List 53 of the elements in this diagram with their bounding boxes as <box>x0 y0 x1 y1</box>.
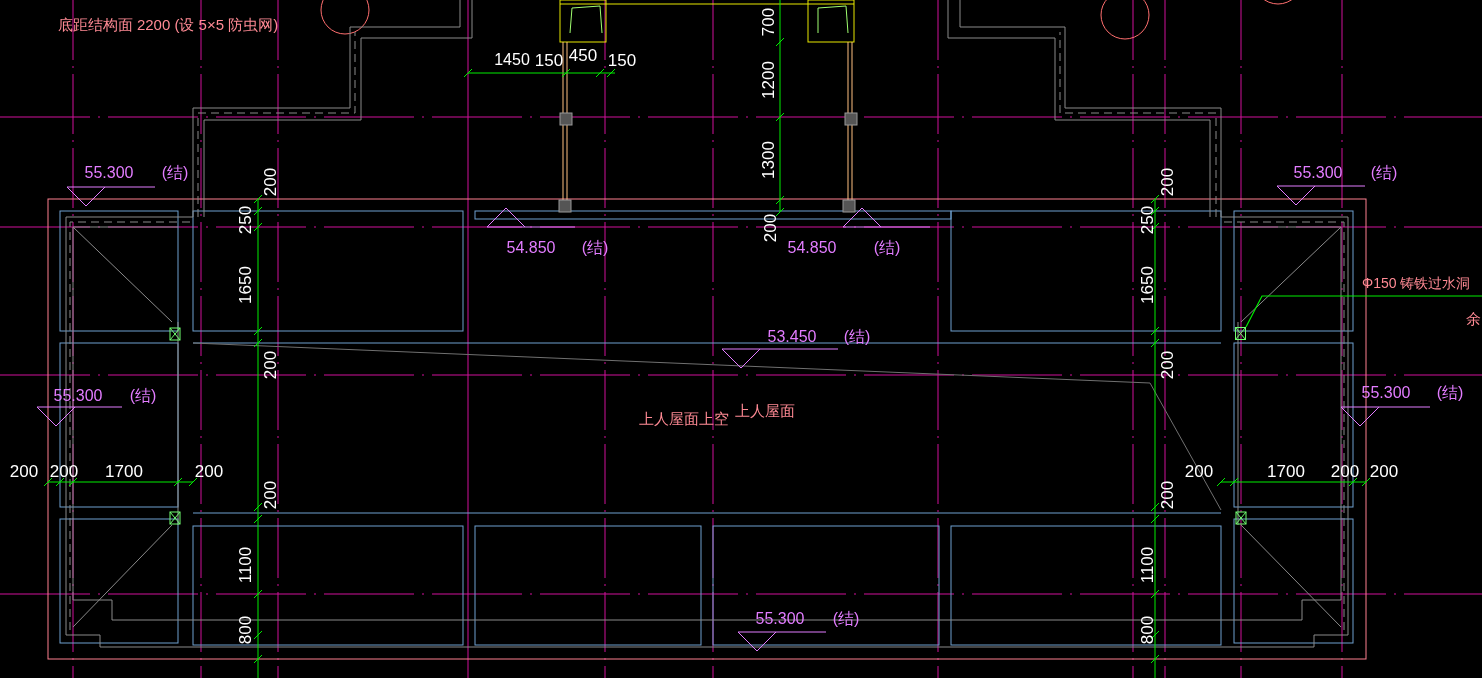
elevation-text: (结) <box>873 240 901 256</box>
dimension-text: 250 <box>1138 205 1156 235</box>
dimension-text: 200 <box>261 480 279 510</box>
dimension-text: 800 <box>236 615 254 645</box>
dimension-text: 200 <box>1158 167 1176 197</box>
dimension-text: 250 <box>236 205 254 235</box>
dimension-text: 700 <box>759 7 777 37</box>
dimension-text: 800 <box>1138 615 1156 645</box>
drain-note: Φ150 铸铁过水洞 <box>1362 272 1482 294</box>
dimension-text: 200 <box>1330 462 1360 480</box>
elevation-text: 55.300 <box>53 388 103 404</box>
dimension-text: 1300 <box>759 141 777 179</box>
elevation-text: 53.450 <box>767 329 817 345</box>
dimension-text: 1100 <box>236 546 254 584</box>
dimension-text: 1650 <box>1138 266 1156 304</box>
elevation-text: 55.300 <box>1293 165 1343 181</box>
dimension-text: 200 <box>261 350 279 380</box>
dimension-text: 200 <box>761 213 779 243</box>
annotation-text: 底距结构面 2200 (设 5×5 防虫网) <box>57 16 279 32</box>
annotation-text: 上人屋面上空 <box>639 410 729 426</box>
dimension-text: 200 <box>1158 350 1176 380</box>
dimension-text: 1450 <box>494 52 530 68</box>
dimension-text: 200 <box>261 167 279 197</box>
dimension-text: 200 <box>1184 462 1214 480</box>
elevation-text: (结) <box>832 611 860 627</box>
dimension-text: 200 <box>1369 462 1399 480</box>
elevation-text: (结) <box>581 240 609 256</box>
dimension-text: 450 <box>568 46 598 64</box>
dimension-text: 1700 <box>105 462 143 480</box>
dimension-text: 200 <box>1158 480 1176 510</box>
elevation-text: 55.300 <box>755 611 805 627</box>
drain-symbol <box>1235 327 1246 340</box>
annotation-text: 余 <box>1465 310 1481 326</box>
dimension-text: 200 <box>9 462 39 480</box>
dimension-text: 1100 <box>1138 546 1156 584</box>
dimension-text: 1700 <box>1267 462 1305 480</box>
dimension-text: 1200 <box>759 61 777 99</box>
elevation-text: (结) <box>1436 385 1464 401</box>
dimension-text: 200 <box>194 462 224 480</box>
dimension-text: 1650 <box>236 266 254 304</box>
elevation-text: 54.850 <box>787 240 837 256</box>
elevation-text: 55.300 <box>84 165 134 181</box>
leader-line <box>1245 295 1482 328</box>
elevation-text: (结) <box>843 329 871 345</box>
elevation-text: (结) <box>129 388 157 404</box>
dimension-text: 150 <box>534 51 564 69</box>
elevation-text: (结) <box>161 165 189 181</box>
elevation-text: 54.850 <box>506 240 556 256</box>
elevation-text: 55.300 <box>1361 385 1411 401</box>
elevation-text: (结) <box>1370 165 1398 181</box>
dimension-text: 200 <box>49 462 79 480</box>
dimension-text: 150 <box>607 51 637 69</box>
annotation-text: 上人屋面 <box>735 402 795 418</box>
